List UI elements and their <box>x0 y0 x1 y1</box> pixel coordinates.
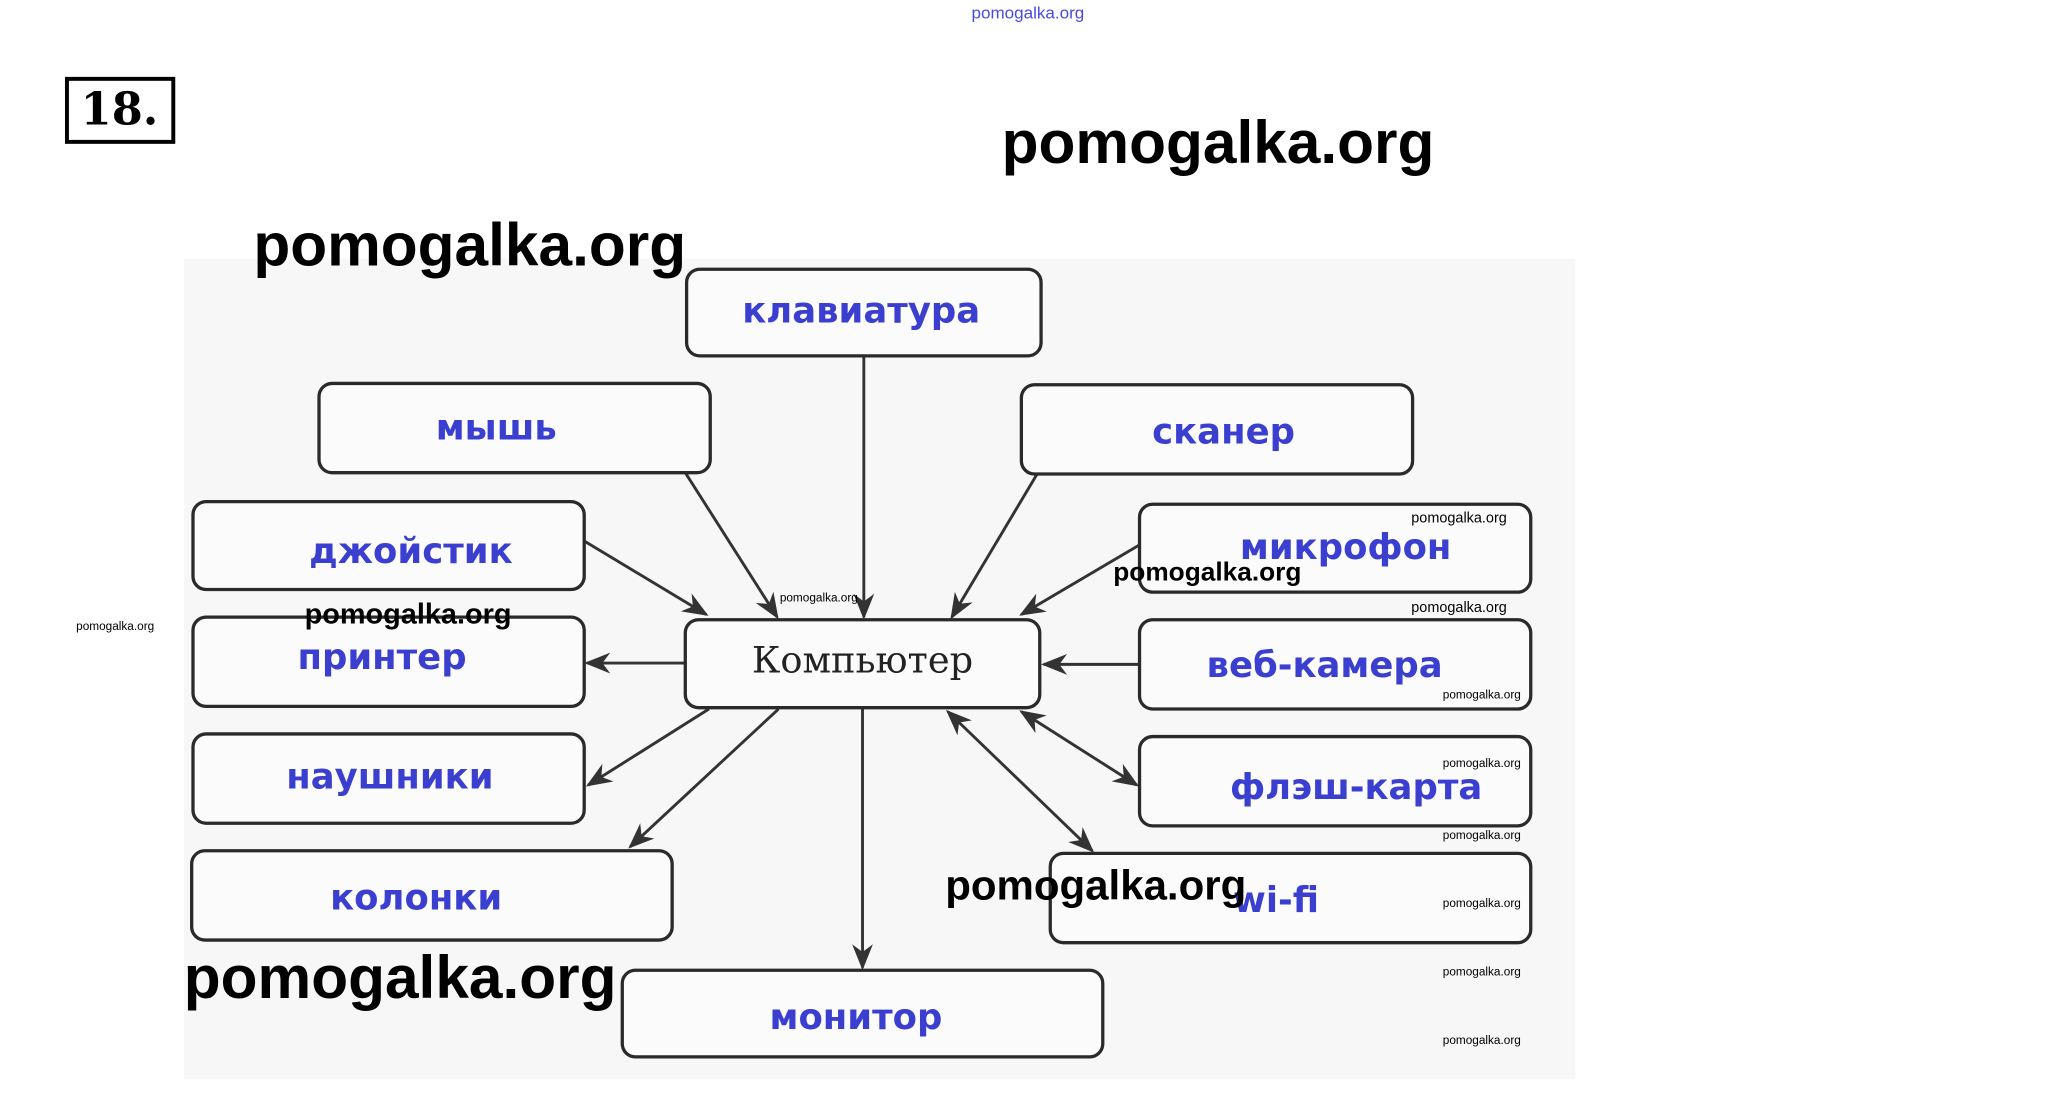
edge-mouse <box>684 471 779 620</box>
watermark: pomogalka.org <box>945 861 1246 908</box>
node-printer: принтер <box>191 615 586 709</box>
edges <box>583 355 1141 971</box>
edge-wifi <box>945 709 1095 853</box>
node-label: джойстик <box>309 531 513 572</box>
node-flash-card: флэш-карта <box>1137 734 1533 828</box>
node-scanner: сканер <box>1019 383 1415 476</box>
watermark: pomogalka.org <box>1443 828 1521 842</box>
node-headphones: наушники <box>191 732 586 825</box>
edge-speakers <box>628 707 780 849</box>
watermark: pomogalka.org <box>76 619 154 633</box>
watermark: pomogalka.org <box>1443 1033 1521 1047</box>
task-number: 18. <box>64 76 176 144</box>
node-monitor: монитор <box>620 968 1105 1059</box>
node-wifi: wi-fi <box>1048 851 1533 945</box>
watermark: pomogalka.org <box>1443 965 1521 979</box>
node-label: монитор <box>770 997 943 1038</box>
node-label: wi-fi <box>1233 880 1319 921</box>
node-label: микрофон <box>1240 527 1452 568</box>
watermark: pomogalka.org <box>1443 688 1521 702</box>
node-label: сканер <box>1152 411 1295 452</box>
node-label: мышь <box>436 407 557 448</box>
watermark: pomogalka.org <box>184 943 617 1011</box>
watermark: pomogalka.org <box>780 590 858 604</box>
node-label: принтер <box>297 637 466 678</box>
node-label: колонки <box>330 877 502 918</box>
watermark: pomogalka.org <box>1443 896 1521 910</box>
watermark: pomogalka.org <box>253 210 686 278</box>
node-label: клавиатура <box>742 291 980 332</box>
edge-scanner <box>950 473 1039 620</box>
watermark: pomogalka.org <box>1002 108 1435 176</box>
node-label: наушники <box>286 757 493 798</box>
node-speakers: колонки <box>190 849 674 942</box>
node-label: Компьютер <box>752 639 973 682</box>
watermark: pomogalka.org <box>1113 556 1301 586</box>
edge-headphones <box>585 707 710 787</box>
node-keyboard: клавиатура <box>684 267 1043 358</box>
edge-microphone <box>1019 543 1141 616</box>
watermark: pomogalka.org <box>305 599 512 631</box>
node-computer: Компьютер <box>683 618 1042 710</box>
watermark: pomogalka.org <box>1411 600 1507 616</box>
node-label: веб-камера <box>1207 645 1443 686</box>
edge-joystick <box>583 539 709 616</box>
node-mouse: мышь <box>317 381 712 475</box>
watermark: pomogalka.org <box>1443 756 1521 770</box>
task-number-text: 18. <box>81 82 159 135</box>
node-webcam: веб-камера <box>1137 618 1533 711</box>
watermark: pomogalka.org <box>1411 511 1507 527</box>
node-joystick: джойстик <box>191 499 586 592</box>
watermarks: pomogalka.org pomogalka.org pomogalka.or… <box>76 108 1521 1047</box>
node-label: флэш-карта <box>1230 767 1482 808</box>
node-microphone: микрофон <box>1137 502 1533 594</box>
watermark: pomogalka.org <box>971 3 1084 22</box>
